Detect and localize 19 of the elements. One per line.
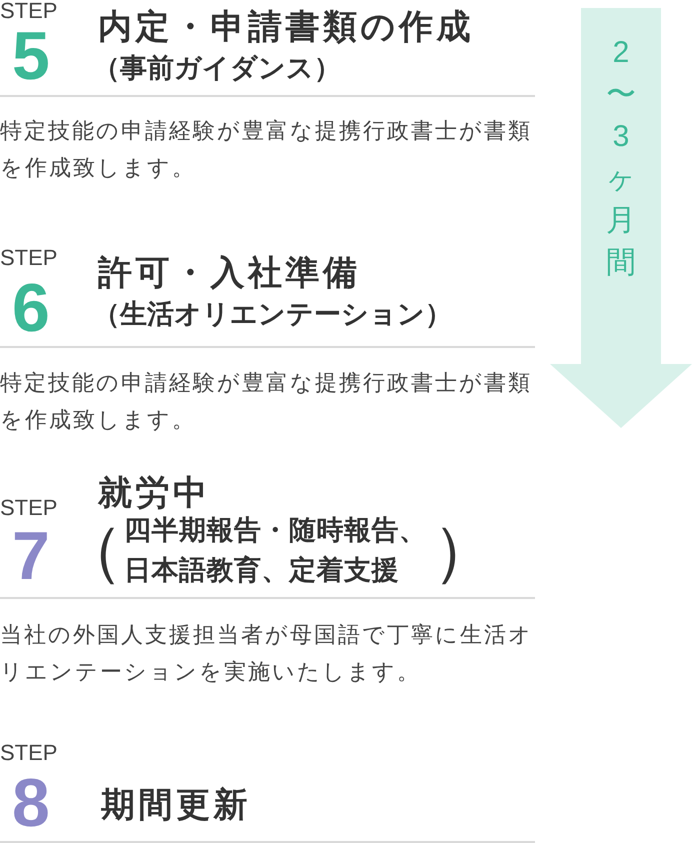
- step-number: 6: [12, 274, 50, 342]
- step-label: STEP: [0, 497, 58, 519]
- step-subtitle: （生活オリエンテーション）: [93, 298, 452, 331]
- duration-label: 2〜3ヶ月間: [604, 35, 638, 281]
- step-number: 7: [12, 522, 50, 590]
- step-title: 期間更新: [101, 785, 251, 825]
- step-description: 特定技能の申請経験が豊富な提携行政書士が書類を作成致します。: [0, 369, 533, 434]
- step-subtitle: （事前ガイダンス）: [93, 52, 341, 85]
- step-title: 許可・入社準備: [98, 253, 360, 293]
- step-label: STEP: [0, 0, 58, 22]
- step-title: 内定・申請書類の作成: [98, 7, 474, 47]
- step-title: 就労中: [98, 473, 210, 513]
- step-label: STEP: [0, 742, 58, 764]
- step-description: 当社の外国人支援担当者が母国語で丁寧に生活オリエンテーションを実施いたします。: [0, 621, 534, 686]
- step-number: 8: [12, 769, 50, 837]
- step-description: 特定技能の申請経験が豊富な提携行政書士が書類を作成致します。: [0, 117, 533, 182]
- step-label: STEP: [0, 247, 58, 269]
- step-number: 5: [12, 22, 50, 90]
- duration-arrow: [550, 8, 692, 428]
